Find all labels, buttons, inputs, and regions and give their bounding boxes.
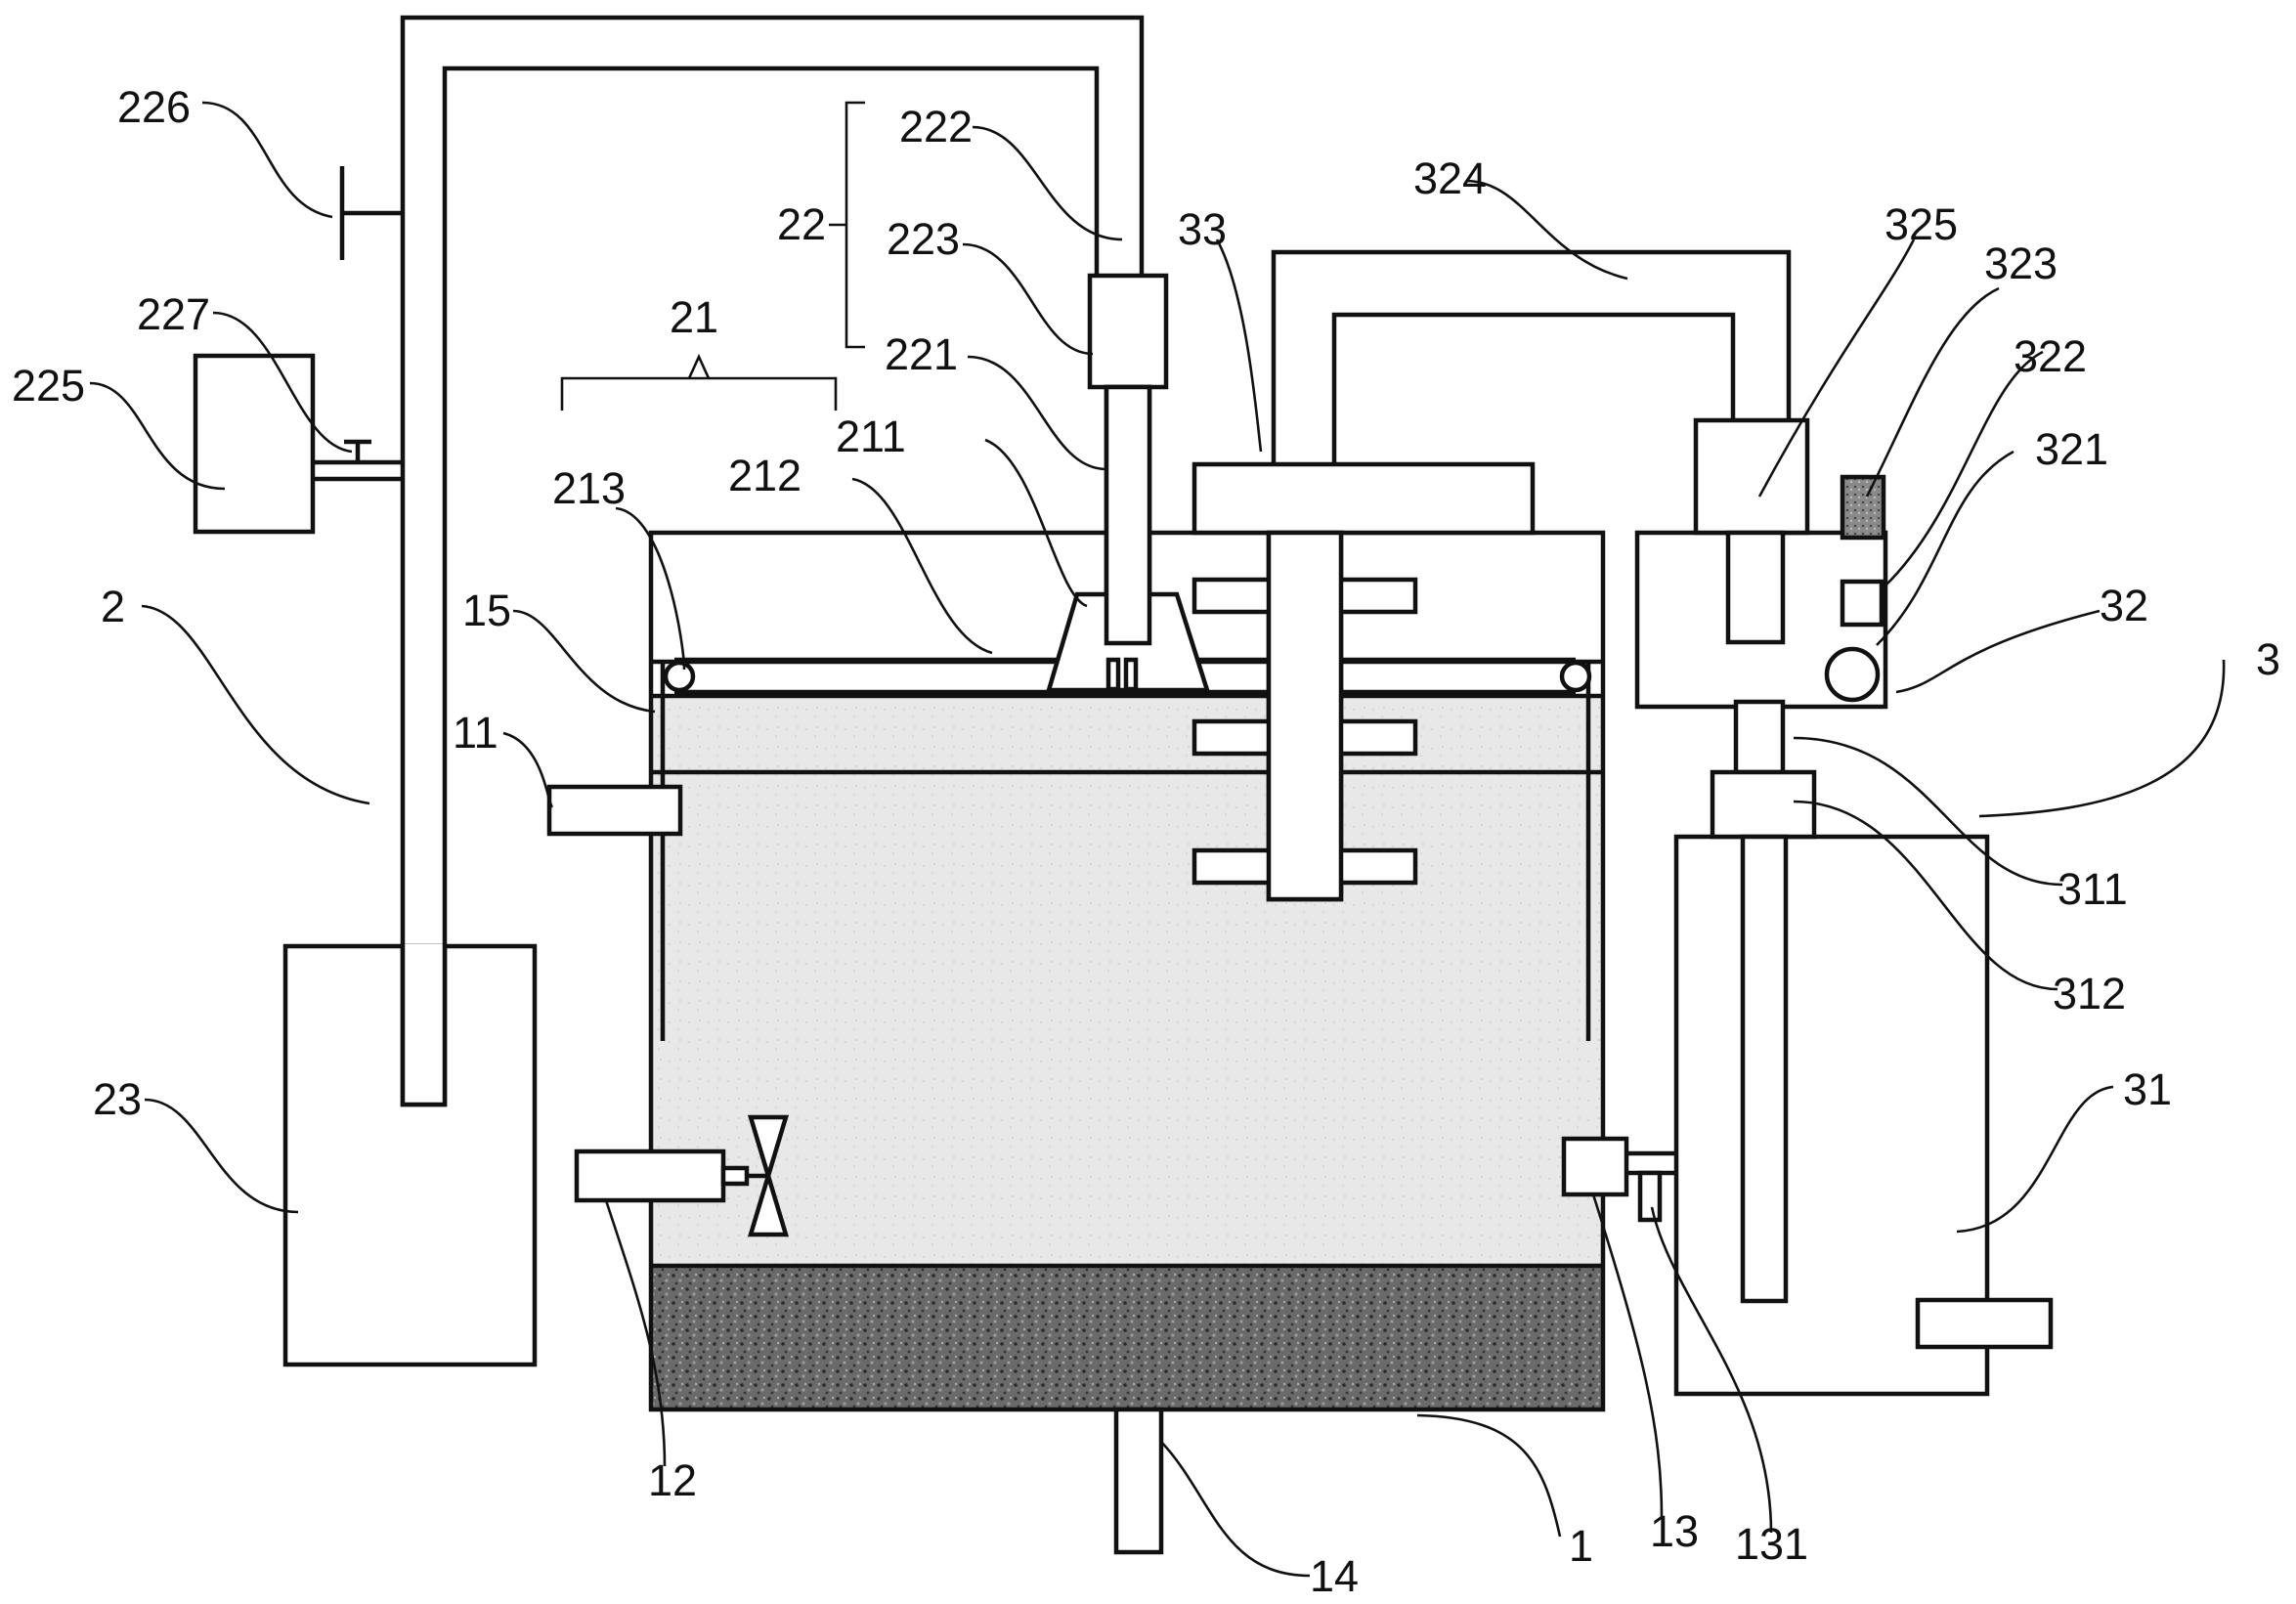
- label-21: 21: [670, 292, 718, 342]
- pipe-222-inner: [442, 65, 1100, 1105]
- label-213: 213: [552, 463, 626, 513]
- label-11: 11: [453, 708, 498, 758]
- label-225: 225: [12, 361, 85, 411]
- label-223: 223: [887, 214, 960, 264]
- label-211: 211: [836, 412, 906, 461]
- bottom-outlet-pipe: [1113, 1407, 1164, 1555]
- label-2: 2: [101, 582, 125, 631]
- suction-assembly: [400, 15, 1211, 1107]
- suction-head-neck: [1104, 384, 1152, 646]
- label-33: 33: [1178, 204, 1227, 254]
- label-311: 311: [2058, 864, 2128, 914]
- label-14: 14: [1310, 1551, 1359, 1601]
- aerator-fan: [574, 1114, 790, 1237]
- label-227: 227: [137, 289, 210, 339]
- bracket-22: [829, 101, 865, 349]
- label-312: 312: [2053, 969, 2126, 1019]
- inlet-pipe-11: [546, 784, 683, 837]
- roller-left-icon: [663, 660, 696, 693]
- label-212: 212: [728, 451, 801, 500]
- upper-medium-layer: [651, 696, 1601, 772]
- label-222: 222: [899, 102, 973, 152]
- label-226: 226: [117, 82, 191, 132]
- main-tank: [648, 530, 1606, 1412]
- label-322: 322: [2014, 331, 2087, 381]
- label-325: 325: [1884, 199, 1958, 249]
- label-323: 323: [1984, 238, 2058, 288]
- label-13: 13: [1650, 1506, 1699, 1556]
- stirrer-assembly: [1191, 461, 1536, 902]
- pump-325-stem: [1725, 530, 1786, 645]
- sensor-unit: [1634, 417, 1888, 710]
- connector-13: [1561, 1136, 1676, 1223]
- culture-medium: [651, 772, 1601, 1266]
- sensor-322: [1840, 579, 1884, 628]
- sediment-layer: [651, 1266, 1601, 1408]
- label-1: 1: [1569, 1521, 1593, 1571]
- probe-312: [1710, 769, 1817, 840]
- part-labels: 226 227 225 2 23 222 22 223 221 21 211 2…: [12, 82, 2280, 1601]
- outlet-31: [1915, 1297, 2054, 1350]
- connector-223: [1087, 273, 1169, 390]
- pipe-222-outer: [400, 15, 1145, 1105]
- valve-227: [313, 439, 403, 482]
- roller-right-icon: [1559, 660, 1592, 693]
- leader-lines: [89, 101, 2226, 1578]
- label-321: 321: [2035, 424, 2108, 474]
- pipe-324: [1271, 249, 1792, 464]
- bracket-21: [560, 353, 838, 411]
- container-225: [193, 353, 316, 535]
- label-131: 131: [1735, 1519, 1808, 1569]
- sensor-321-icon: [1824, 646, 1881, 703]
- label-12: 12: [648, 1455, 697, 1505]
- label-324: 324: [1413, 153, 1487, 203]
- label-22: 22: [777, 199, 826, 249]
- valve-226: [339, 166, 403, 260]
- side-tank-31: [1673, 699, 2054, 1397]
- probe-rod: [1740, 834, 1789, 1304]
- label-3: 3: [2256, 634, 2280, 684]
- probe-311: [1733, 699, 1786, 775]
- label-221: 221: [885, 329, 958, 379]
- pump-325: [1693, 417, 1810, 536]
- sensor-323: [1840, 474, 1886, 541]
- label-32: 32: [2100, 581, 2148, 630]
- label-23: 23: [93, 1074, 142, 1124]
- label-31: 31: [2123, 1064, 2172, 1114]
- label-15: 15: [462, 585, 511, 635]
